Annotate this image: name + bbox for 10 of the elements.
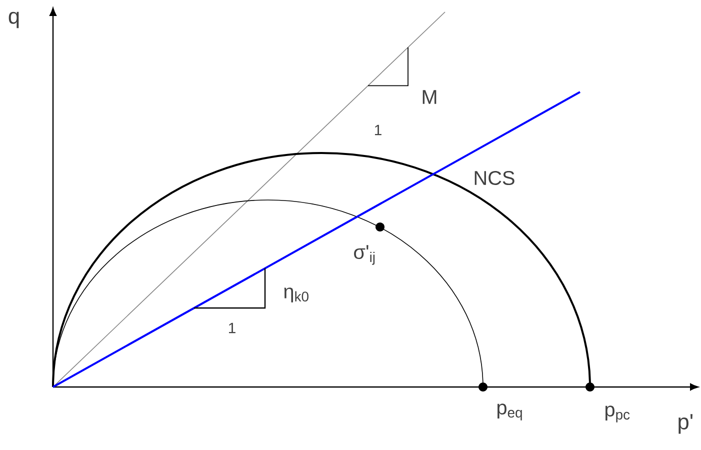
curve-label: NCS xyxy=(474,170,514,186)
axis-value-label: p$_{eq}$ xyxy=(497,404,522,420)
axis-value-label: p$_{pc}$ xyxy=(605,406,630,422)
stress-point-label: σ'$_{ij}$ xyxy=(354,245,375,265)
axis-label: q xyxy=(8,12,19,28)
slope-label: η$_{k0}$ xyxy=(284,288,308,302)
axis-label: p' xyxy=(678,414,692,434)
slope-label: 1 xyxy=(375,124,382,136)
slope-label: M xyxy=(422,90,436,104)
slope-label: 1 xyxy=(229,322,236,334)
